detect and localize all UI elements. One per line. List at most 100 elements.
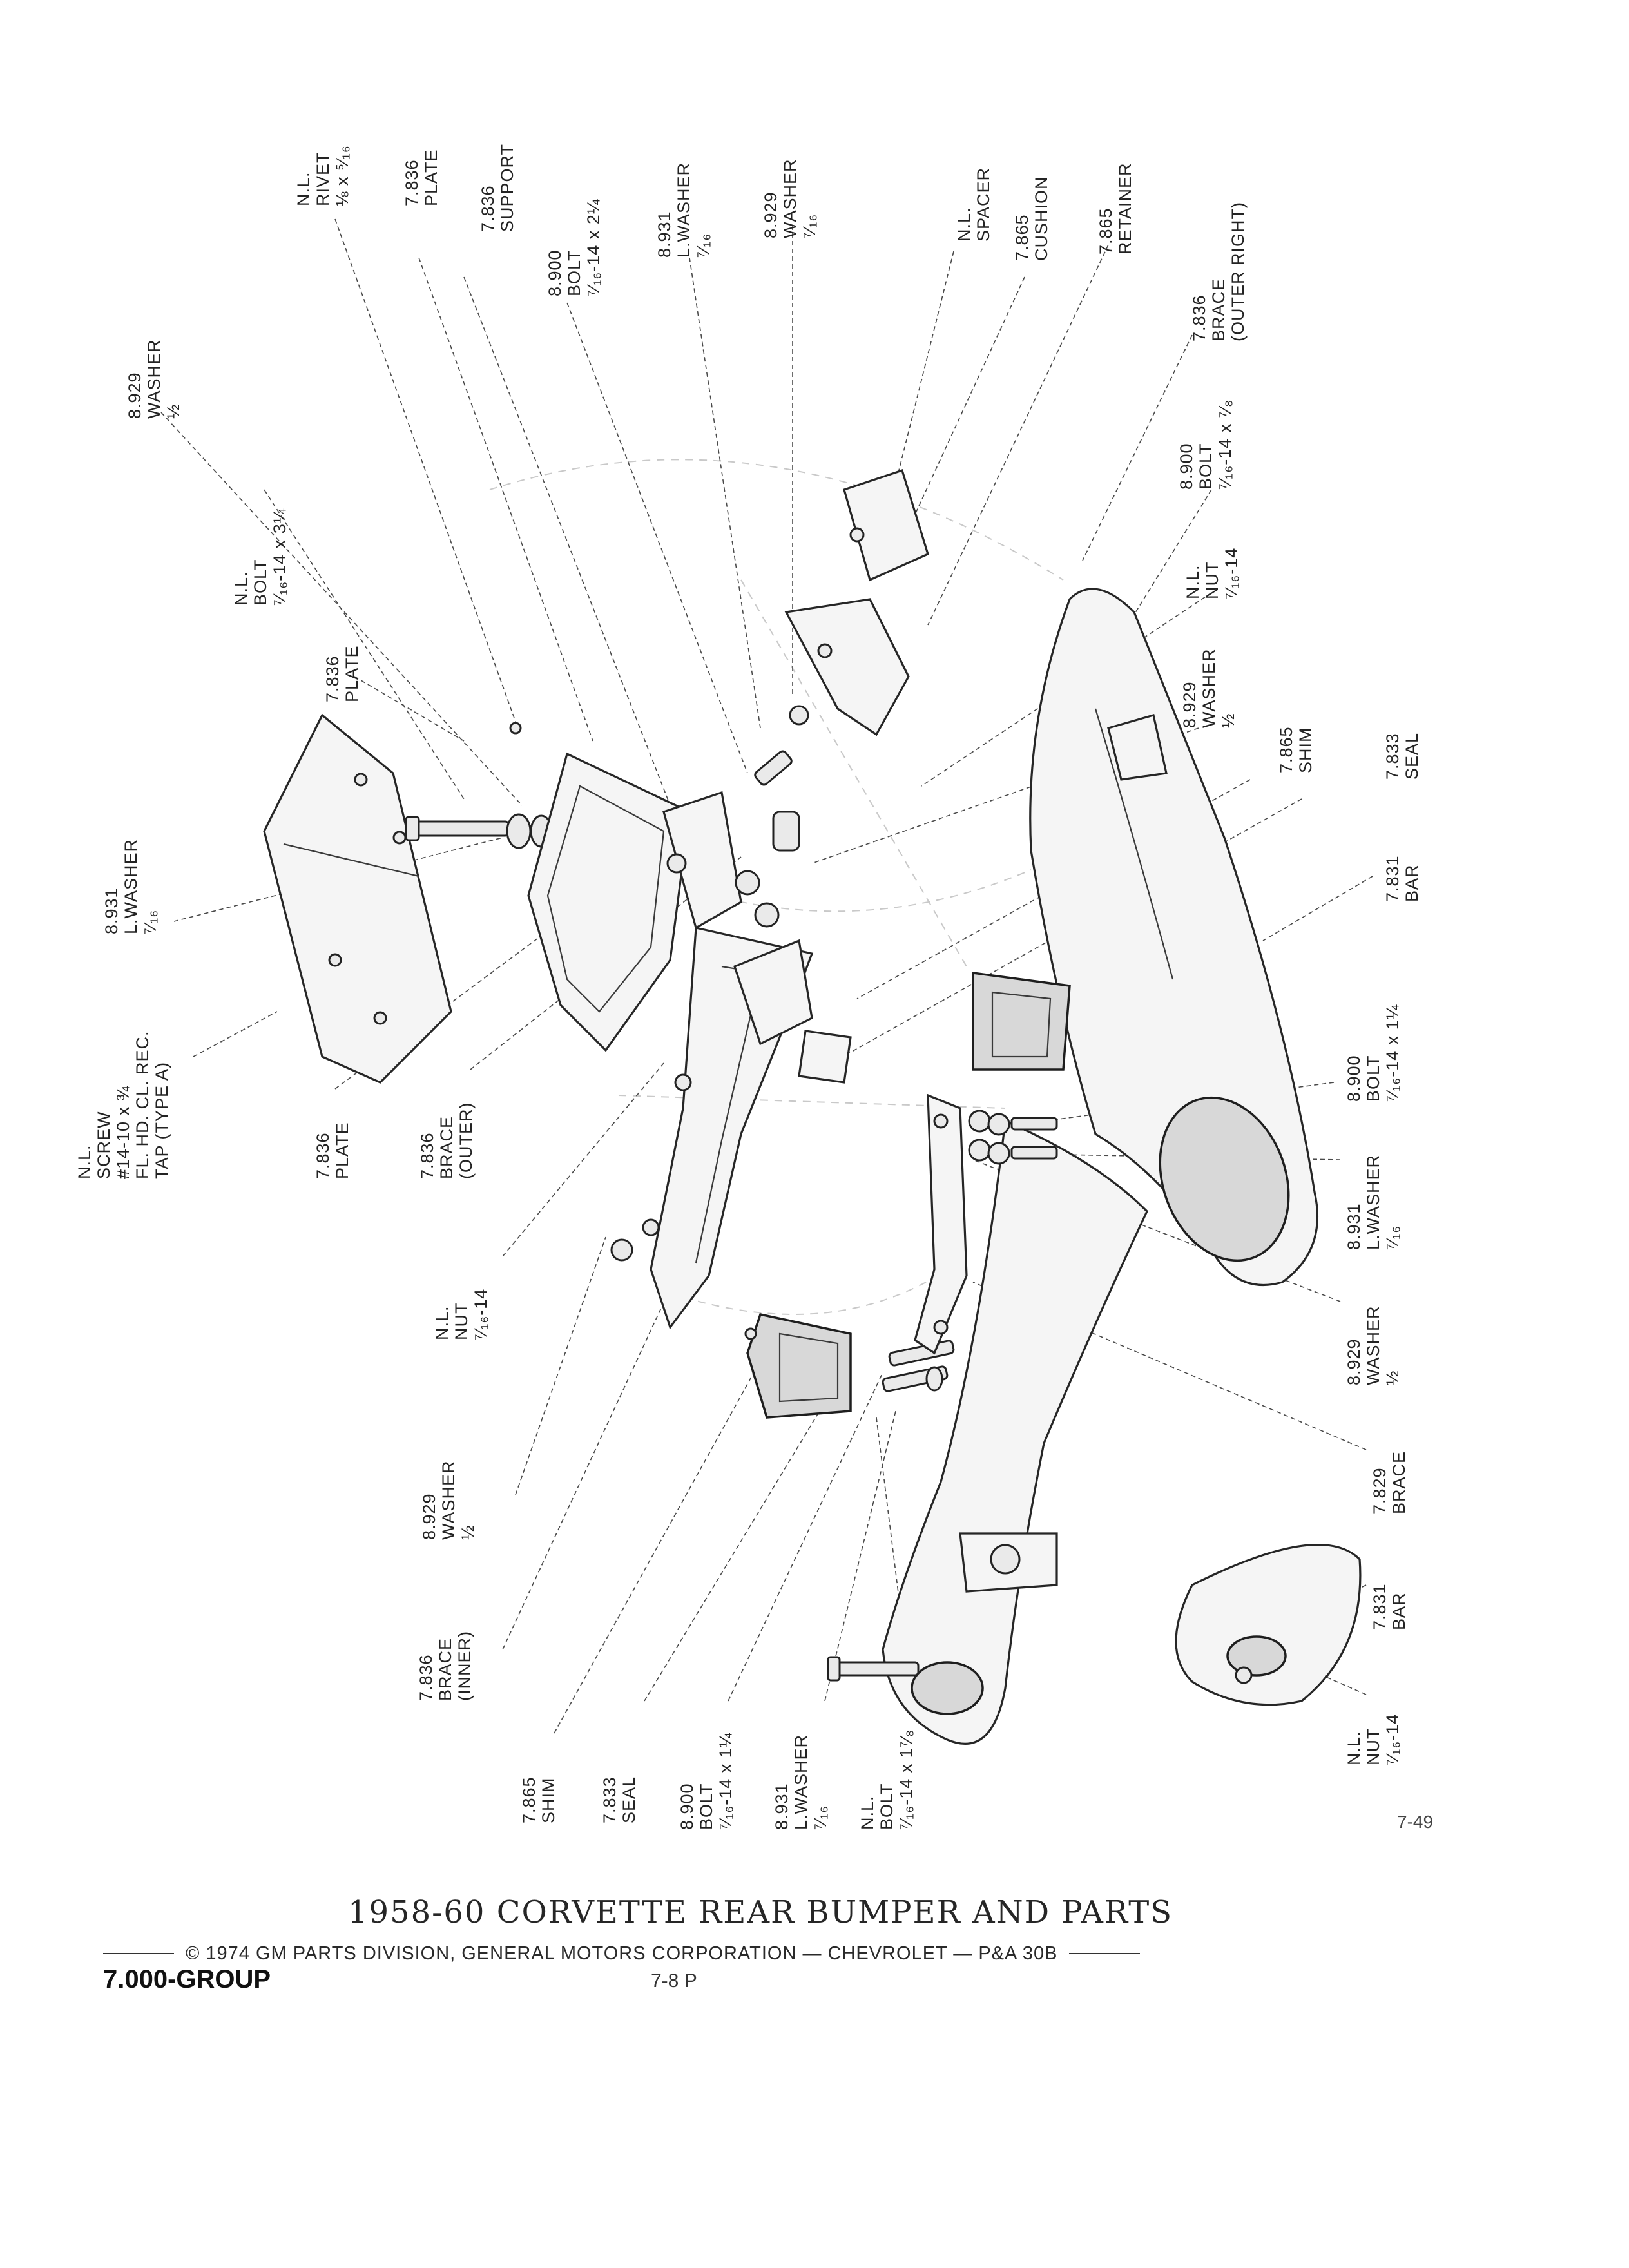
rear-bumper-bar-main [882,1119,1148,1745]
part-label-line: N.L. [75,1144,94,1179]
part-label-line: PLATE [342,645,361,702]
part-label-line: 7.836 [402,159,421,206]
part-label-line: WASHER [144,339,164,419]
part-label-line: 8.900 [545,249,564,296]
part-label-line: ½ [1383,1370,1402,1385]
part-label-line: (INNER) [455,1631,474,1701]
part-label-line: 7.836 [1190,294,1209,341]
part-label-spacer: N.L. SPACER [954,168,993,242]
part-label-line: ⁷⁄₁₆ [1383,1225,1402,1250]
part-label-line: N.L. [432,1305,452,1340]
part-label-line: SEAL [619,1776,639,1823]
part-label-bolt-1-1-4-bottom: 8.900 BOLT ⁷⁄₁₆-14 x 1¼ [677,1733,735,1830]
part-label-line: 7.829 [1370,1467,1389,1514]
part-label-line: N.L. [954,207,974,242]
part-label-bolt-3-1-4: N.L. BOLT ⁷⁄₁₆-14 x 3¼ [231,508,289,606]
part-label-line: N.L. [1183,564,1202,599]
part-label-line: SCREW [94,1111,113,1180]
part-label-line: BOLT [564,249,584,296]
part-label-seal-right: 7.833 SEAL [1383,733,1422,780]
part-label-line: (OUTER) [456,1102,476,1179]
part-label-plate-lower: 7.836 PLATE [313,1122,352,1179]
part-label-line: L.WASHER [1364,1155,1383,1250]
part-label-line: PLATE [421,149,441,206]
part-label-line: NUT [452,1303,471,1341]
part-label-washer-half-left: 8.929 WASHER ½ [419,1460,477,1540]
part-label-shim-right: 7.865 SHIM [1277,726,1315,773]
rule-right [1069,1953,1141,1954]
part-label-line: 8.929 [125,372,144,419]
figure-number: 7-49 [1397,1812,1434,1832]
bolts-lower-seal [882,1340,955,1392]
part-label-nut-left: N.L. NUT ⁷⁄₁₆-14 [432,1289,490,1340]
part-label-rivet: N.L. RIVET ⅛ x ⁵⁄₁₆ [294,145,352,206]
part-label-brace-outer: 7.836 BRACE (OUTER) [418,1102,476,1179]
part-label-support: 7.836 SUPPORT [478,144,517,232]
part-label-line: 8.900 [1344,1055,1364,1102]
part-label-line: ⁷⁄₁₆-14 [471,1289,490,1340]
part-label-line: SPACER [974,168,993,242]
part-label-line: BAR [1402,864,1422,902]
part-label-line: 7.865 [519,1776,539,1823]
part-label-line: ½ [164,403,183,419]
part-label-line: ⁷⁄₁₆ [140,910,160,934]
part-label-line: BRACE [1209,278,1228,341]
bolt-washer-stack-upper-left [405,722,553,849]
part-label-line: ⁷⁄₁₆-14 x 1¼ [716,1733,735,1830]
part-label-line: 8.929 [1180,681,1199,728]
part-label-washer-half-right: 8.929 WASHER ½ [1180,648,1238,728]
part-label-line: ⁷⁄₁₆-14 x 2¼ [584,199,603,296]
part-label-line: ⁷⁄₁₆ [811,1805,830,1830]
part-label-line: 7.836 [313,1132,333,1179]
part-label-line: BOLT [877,1783,896,1830]
bumper-bar-end-piece [1175,1543,1362,1706]
part-label-line: 7.836 [416,1654,436,1701]
part-label-line: 7.865 [1012,214,1032,261]
support-frame [527,752,780,1052]
washer-stack-right [968,1110,1058,1165]
part-label-line: WASHER [439,1460,458,1540]
part-label-nut-lower-right: N.L. NUT ⁷⁄₁₆-14 [1344,1714,1402,1765]
part-label-line: 7.831 [1370,1583,1389,1630]
rear-bumper-bar-right [1029,588,1319,1286]
part-label-line: ⁷⁄₁₆ [693,233,713,258]
part-label-lwasher-right: 8.931 L.WASHER ⁷⁄₁₆ [1344,1155,1402,1250]
part-label-lwasher-top: 8.931 L.WASHER ⁷⁄₁₆ [655,162,713,258]
part-label-bar-right: 7.831 BAR [1383,855,1422,902]
mounting-plate-left [263,713,452,1084]
part-label-washer-half-lower-right: 8.929 WASHER ½ [1344,1305,1402,1385]
part-label-line: WASHER [780,159,800,238]
part-label-line: ⁷⁄₁₆-14 [1383,1714,1402,1765]
part-label-line: BRACE [437,1116,456,1179]
part-label-bar-lower-right: 7.831 BAR [1370,1583,1409,1630]
part-label-line: 7.836 [478,185,497,232]
part-label-washer-half-top: 8.929 WASHER ½ [125,339,183,419]
part-label-nut-right-top: N.L. NUT ⁷⁄₁₆-14 [1183,548,1241,599]
spacer-cushion-retainer [754,468,929,852]
part-label-shim-bottom: 7.865 SHIM [519,1776,558,1823]
part-label-line: FL. HD. CL. REC. [133,1030,152,1179]
part-label-line: 8.931 [1344,1203,1364,1250]
part-label-line: N.L. [858,1795,877,1830]
part-label-line: 7.833 [600,1776,619,1823]
part-label-line: 8.929 [419,1493,439,1540]
part-label-line: ⁷⁄₁₆ [800,214,819,238]
part-label-line: 8.929 [1344,1338,1364,1385]
copyright-line: © 1974 GM PARTS DIVISION, GENERAL MOTORS… [103,1941,1315,1966]
part-label-line: 7.836 [418,1132,437,1179]
part-label-line: SHIM [539,1778,558,1824]
part-label-line: WASHER [1364,1305,1383,1385]
part-label-line: ⁷⁄₁₆-14 [1222,548,1241,599]
part-label-line: (OUTER RIGHT) [1228,202,1248,341]
part-label-line: BAR [1389,1592,1409,1630]
part-label-line: 8.931 [102,887,121,934]
part-label-retainer: 7.865 RETAINER [1096,162,1135,255]
part-label-brace-outer-right: 7.836 BRACE (OUTER RIGHT) [1190,202,1248,341]
brace-outer-and-inner [610,927,814,1330]
part-label-line: N.L. [1344,1731,1364,1765]
part-label-line: BOLT [1196,443,1215,490]
group-code: 7.000-GROUP [103,1965,271,1994]
part-label-line: 8.900 [677,1783,697,1830]
part-label-line: L.WASHER [674,162,693,258]
part-label-line: RIVET [313,151,333,206]
